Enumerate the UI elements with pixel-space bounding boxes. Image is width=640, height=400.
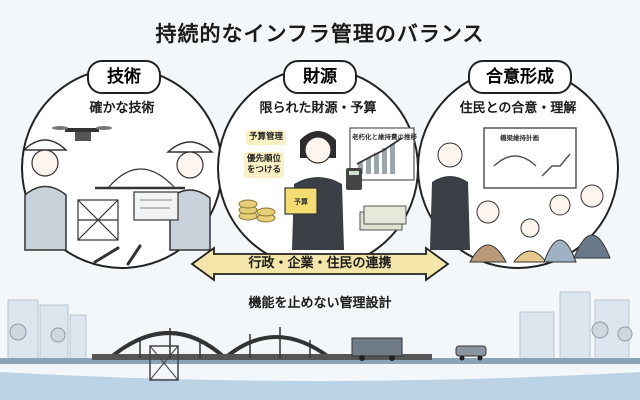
main-bridge [0,327,640,400]
chart-board [349,127,415,181]
plan-board [483,127,577,189]
tech-circle [21,67,223,269]
trees [9,321,633,343]
city-skyline [7,291,630,361]
budget-book-label: 予算 [294,198,308,206]
blueprint-icon [133,191,179,221]
budget-book [284,187,318,215]
consensus-heading: 合意形成 [468,60,572,94]
priority-note-line-1: 優先順位 [247,154,282,164]
priority-note-line-2: をつける [247,165,282,175]
cash-stack-icon [359,205,407,231]
finance-circle [217,67,419,269]
engineer-left [22,139,68,251]
cooperation-arrow [190,246,450,282]
consensus-subtitle: 住民との合意・理解 [459,101,577,116]
priority-note: 優先順位 をつける [244,152,285,178]
consensus-circle [417,67,619,269]
budget-management-note: 予算管理 [246,130,287,145]
finance-heading: 財源 [283,60,357,94]
coins-icon [238,199,276,223]
finance-subtitle: 限られた財源・予算 [259,101,377,116]
tools-icon [93,244,142,266]
main-title: 持続的なインフラ管理のバランス [155,22,485,46]
tech-subtitle: 確かな技術 [89,101,155,116]
tech-heading: 技術 [87,60,161,94]
calculator-icon [346,168,362,190]
trend-board-title: 老朽化と維持費の推移 [352,133,417,141]
plan-board-title: 橋梁維持計画 [500,134,539,142]
cooperation-banner: 行政・企業・住民の連携 [248,256,392,271]
drone-icon [52,126,112,141]
bottom-caption: 機能を止めない管理設計 [248,296,392,311]
residents [469,184,611,263]
presenter [430,142,470,250]
